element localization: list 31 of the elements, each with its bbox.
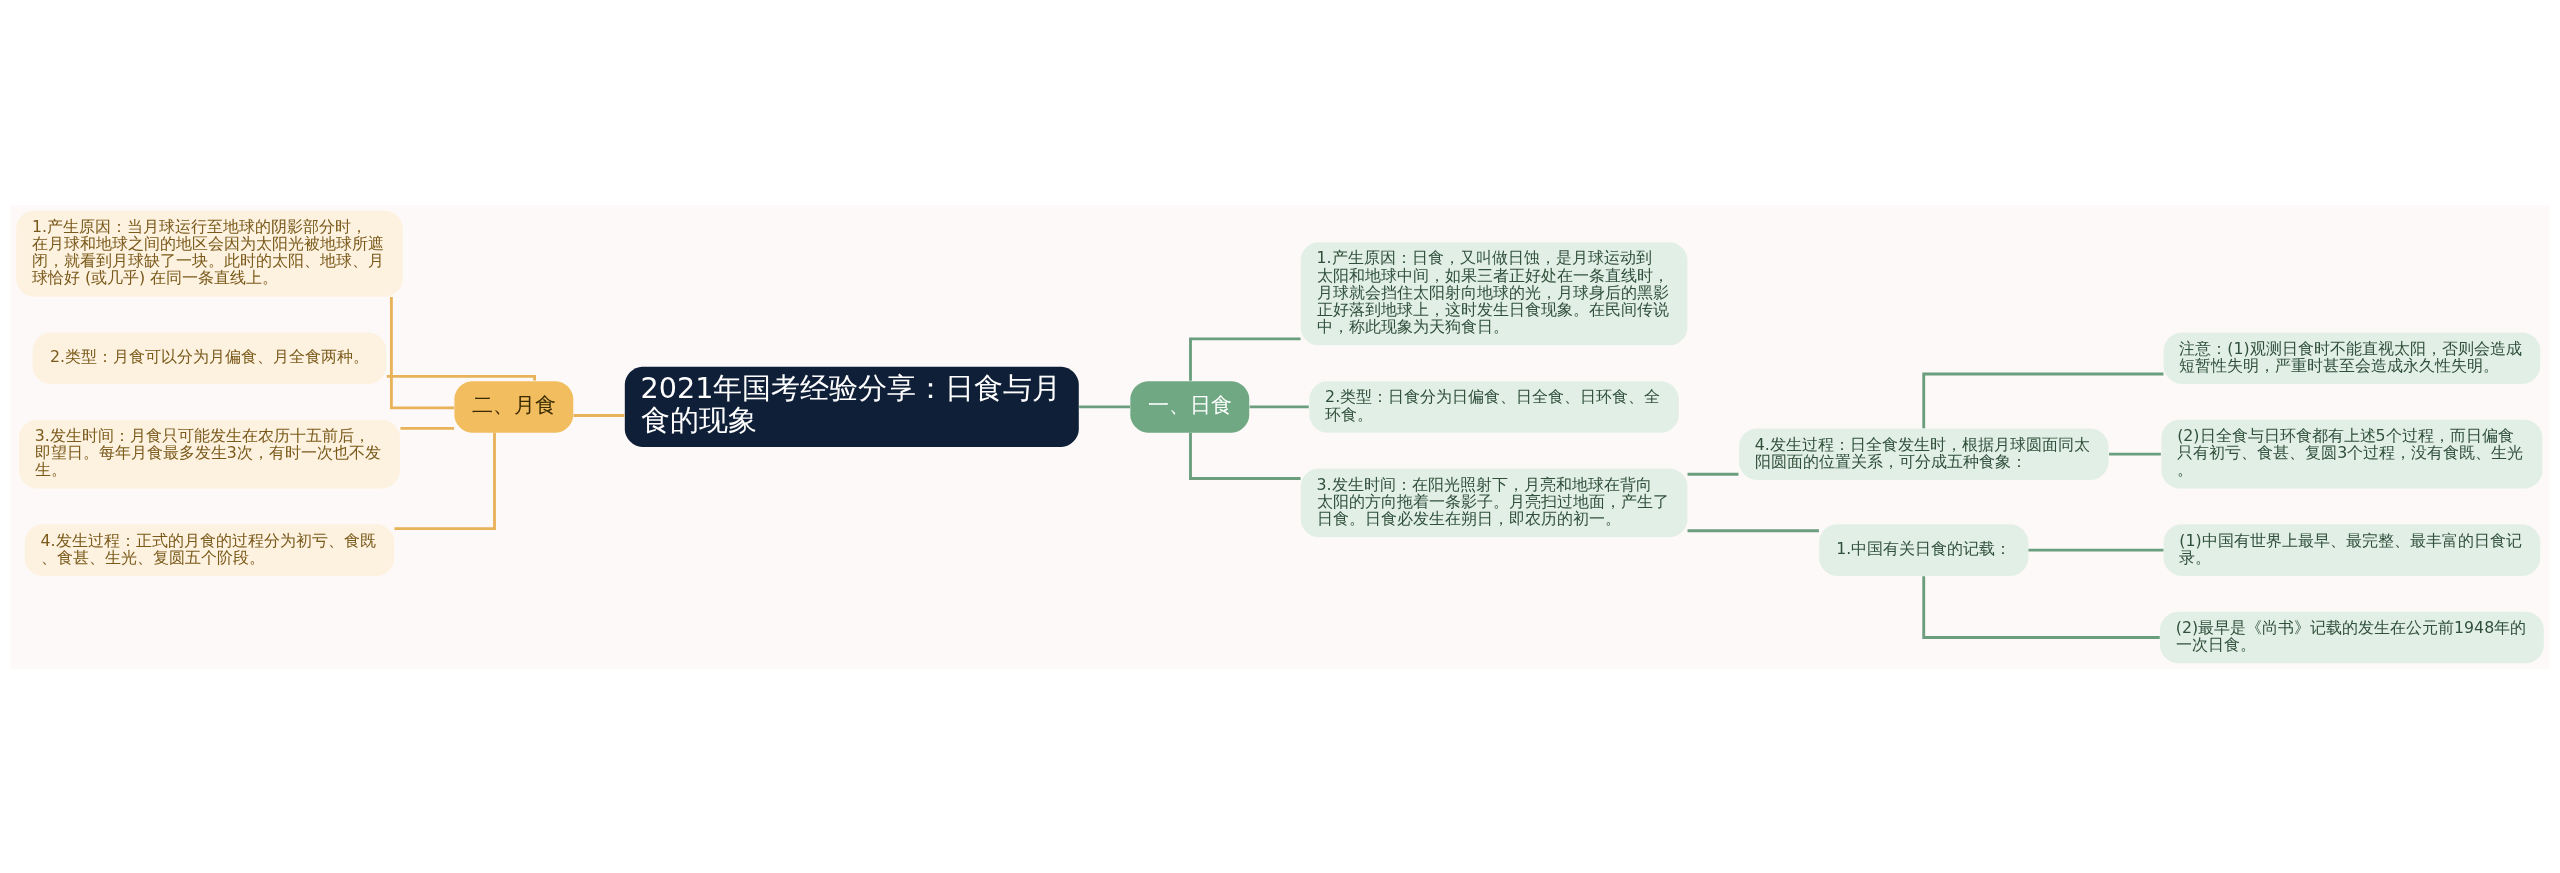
connector [2109, 452, 2161, 456]
connector [389, 296, 455, 409]
node-box: 2.类型：日食分为日偏食、日全食、日环食、全环食。 [1309, 380, 1679, 433]
node-box: (2)最早是《尚书》记载的发生在公元前1948年的一次日食。 [2160, 611, 2544, 663]
connector [1079, 405, 1131, 408]
connector [1687, 472, 1739, 476]
connector [386, 374, 536, 381]
node-box: 4.发生过程：正式的月食的过程分为初亏、食既、食甚、生光、复圆五个阶段。 [24, 523, 395, 576]
connector [400, 426, 455, 430]
node-box: (1)中国有世界上最早、最完整、最丰富的日食记录。 [2163, 523, 2541, 576]
node-box: 一、日食 [1130, 380, 1250, 433]
connector [1189, 432, 1301, 480]
node-box: 2.类型：月食可以分为月偏食、月全食两种。 [32, 331, 387, 384]
connector [2028, 548, 2164, 552]
node-box: 1.产生原因：当月球运行至地球的阴影部分时，在月球和地球之间的地区会因为太阳光被地球所遮闭，就看到月球缺了一块。此时的太阳、地球、月球恰好 (或几乎) 在同一条直线上。 [16, 210, 403, 297]
connector [1249, 405, 1309, 408]
node-box: 3.发生时间：在阳光照射下，月亮和地球在背向太阳的方向拖着一条影子。月亮扫过地面，产生了日食。日食必发生在朔日，即农历的初一。 [1300, 468, 1688, 537]
connector [573, 413, 625, 417]
connector [1189, 336, 1301, 381]
connector [1922, 575, 2160, 639]
node-box: 1.中国有关日食的记载： [1819, 523, 2029, 576]
node-box: 1.产生原因：日食，又叫做日蚀，是月球运动到太阳和地球中间，如果三者正好处在一条直线时，月球就会挡住太阳射向地球的光，月球身后的黑影正好落到地球上，这时发生日食现象。在民间传说中，称此现象为天狗食日。 [1300, 241, 1688, 345]
node-box: 4.发生过程：日全食发生时，根据月球圆面同太阳圆面的位置关系，可分成五种食象： [1739, 427, 2109, 480]
connector [394, 432, 496, 530]
node-box: 二、月食 [454, 380, 574, 433]
node-box: 注意：(1)观测日食时不能直视太阳，否则会造成短暂性失明，严重时甚至会造成永久性失明。 [2163, 331, 2541, 384]
connector [1687, 528, 1819, 532]
connector [1922, 372, 2164, 428]
node-box: (2)日全食与日环食都有上述5个过程，而日偏食只有初亏、食甚、复圆3个过程，没有食既、生光。 [2161, 419, 2543, 489]
node-box: 2021年国考经验分享：日食与月食的现象 [624, 366, 1079, 447]
node-box: 3.发生时间：月食只可能发生在农历十五前后，即望日。每年月食最多发生3次，有时一次也不发生。 [19, 419, 400, 489]
